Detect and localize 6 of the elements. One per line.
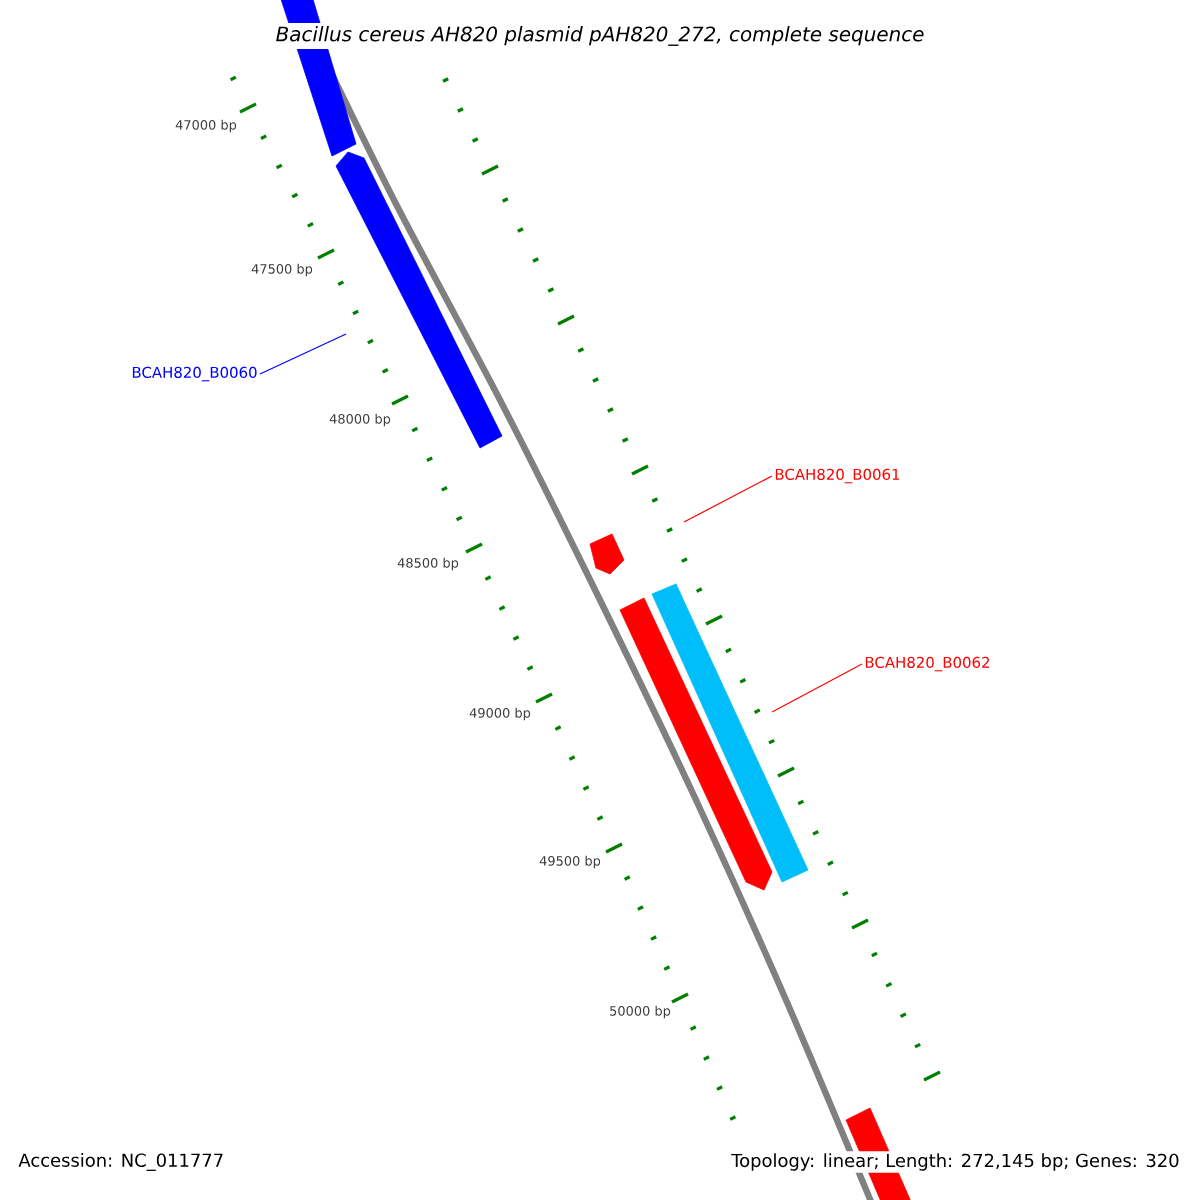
leader-line [259,333,347,375]
summary-text: Topology: linear; Length: 272,145 bp; Genes: 320 [729,1151,1182,1173]
title: Bacillus cereus AH820 plasmid pAH820_272, complete sequence [272,23,928,49]
accession-text: Accession: NC_011777 [16,1151,227,1173]
leader-line [683,475,773,523]
leader-line [771,663,863,713]
